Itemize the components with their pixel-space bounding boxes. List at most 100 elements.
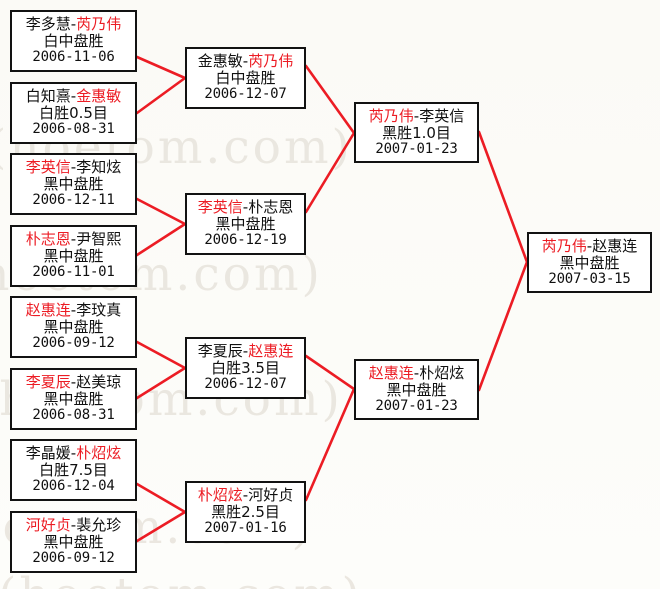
player-left: 李英信 [197, 198, 243, 216]
match-box[interactable]: 朴炤炫-河好贞 黑胜2.5目 2007-01-16 [185, 481, 306, 543]
connector-line [304, 64, 356, 135]
player-separator: - [242, 52, 249, 70]
player-separator: - [70, 230, 77, 248]
player-right: 朴炤炫 [419, 363, 465, 382]
match-date: 2007-01-23 [375, 140, 458, 157]
player-right: 赵惠连 [592, 236, 638, 255]
match-date: 2006-09-12 [32, 335, 115, 351]
match-date: 2006-08-31 [32, 407, 115, 423]
player-separator: - [70, 87, 77, 105]
match-players: 李晶媛-朴炤炫 [26, 446, 121, 461]
match-box[interactable]: 李英信-李知炫 黑中盘胜 2006-12-11 [10, 153, 137, 215]
match-date: 2007-03-15 [548, 270, 631, 287]
match-date: 2007-01-16 [204, 520, 287, 536]
match-box[interactable]: 李晶媛-朴炤炫 白胜7.5目 2006-12-04 [10, 439, 137, 501]
connector-line [135, 222, 187, 257]
match-players: 朴志恩-尹智熙 [26, 232, 121, 247]
match-result: 黑中盘胜 [43, 247, 104, 265]
connector-line [135, 510, 187, 543]
match-result: 黑中盘胜 [43, 390, 104, 408]
player-left: 朴炤炫 [197, 486, 243, 504]
player-left: 李英信 [25, 158, 71, 176]
player-left: 金惠敏 [197, 52, 243, 70]
player-right: 尹智熙 [76, 230, 122, 248]
player-left: 赵惠连 [25, 301, 71, 319]
match-box[interactable]: 白知熹-金惠敏 白胜0.5目 2006-08-31 [10, 82, 137, 144]
match-box-final[interactable]: 芮乃伟-赵惠连 黑中盘胜 2007-03-15 [527, 232, 652, 293]
match-result: 白胜3.5目 [211, 359, 280, 377]
match-date: 2006-12-04 [32, 478, 115, 494]
match-date: 2006-12-07 [204, 86, 287, 102]
player-right: 李玟真 [76, 301, 122, 319]
match-players: 李夏辰-赵惠连 [198, 344, 293, 359]
match-players: 芮乃伟-李英信 [369, 106, 465, 125]
match-result: 白中盘胜 [215, 69, 276, 87]
player-right: 李英信 [419, 106, 465, 125]
connector-line [135, 76, 187, 115]
match-result: 黑中盘胜 [559, 253, 620, 272]
player-right: 赵美琼 [76, 373, 122, 391]
match-box[interactable]: 赵惠连-李玟真 黑中盘胜 2006-09-12 [10, 296, 137, 358]
player-separator: - [70, 444, 77, 462]
player-separator: - [70, 158, 77, 176]
match-players: 白知熹-金惠敏 [26, 89, 121, 104]
player-separator: - [70, 373, 77, 391]
match-result: 黑中盘胜 [386, 380, 447, 399]
player-right: 芮乃伟 [248, 52, 294, 70]
connector-line [477, 260, 529, 392]
match-result: 黑胜2.5目 [211, 503, 280, 521]
match-box[interactable]: 李多慧-芮乃伟 白中盘胜 2006-11-06 [10, 10, 137, 72]
match-box[interactable]: 李夏辰-赵惠连 白胜3.5目 2006-12-07 [185, 337, 306, 399]
match-box[interactable]: 河好贞-裴允珍 黑中盘胜 2006-09-12 [10, 511, 137, 573]
player-right: 芮乃伟 [76, 15, 122, 33]
connector-line [135, 366, 187, 400]
match-box[interactable]: 李夏辰-赵美琼 黑中盘胜 2006-08-31 [10, 368, 137, 430]
match-players: 朴炤炫-河好贞 [198, 488, 293, 503]
match-result: 黑中盘胜 [43, 318, 104, 336]
player-separator: - [586, 236, 593, 255]
player-separator: - [413, 106, 420, 125]
connector-line [135, 55, 187, 80]
player-separator: - [413, 363, 420, 382]
player-left: 朴志恩 [25, 230, 71, 248]
player-left: 李晶媛 [25, 444, 71, 462]
connector-line [477, 130, 529, 264]
match-result: 黑中盘胜 [43, 175, 104, 193]
match-date: 2006-12-11 [32, 192, 115, 208]
match-players: 李夏辰-赵美琼 [26, 375, 121, 390]
player-right: 朴炤炫 [76, 444, 122, 462]
match-date: 2006-12-07 [204, 376, 287, 392]
match-date: 2006-08-31 [32, 121, 115, 137]
player-left: 白知熹 [25, 87, 71, 105]
player-right: 朴志恩 [248, 198, 294, 216]
player-right: 李知炫 [76, 158, 122, 176]
match-players: 李英信-李知炫 [26, 160, 121, 175]
player-separator: - [70, 516, 77, 534]
match-players: 李英信-朴志恩 [198, 200, 293, 215]
connector-line [304, 354, 356, 391]
player-separator: - [242, 486, 249, 504]
connector-line [135, 482, 187, 514]
player-separator: - [70, 15, 77, 33]
match-result: 黑中盘胜 [215, 215, 276, 233]
match-date: 2006-11-06 [32, 49, 115, 65]
match-date: 2006-11-01 [32, 264, 115, 280]
player-separator: - [70, 301, 77, 319]
connector-line [304, 131, 356, 214]
match-box[interactable]: 朴志恩-尹智熙 黑中盘胜 2006-11-01 [10, 225, 137, 287]
player-right: 金惠敏 [76, 87, 122, 105]
match-box[interactable]: 金惠敏-芮乃伟 白中盘胜 2006-12-07 [185, 47, 306, 109]
connector-line [304, 387, 356, 502]
match-players: 李多慧-芮乃伟 [26, 17, 121, 32]
match-result: 白胜0.5目 [39, 104, 108, 122]
match-box[interactable]: 李英信-朴志恩 黑中盘胜 2006-12-19 [185, 193, 306, 255]
player-left: 李多慧 [25, 15, 71, 33]
match-date: 2007-01-23 [375, 397, 458, 414]
connector-line [135, 197, 187, 226]
match-box[interactable]: 赵惠连-朴炤炫 黑中盘胜 2007-01-23 [354, 359, 479, 420]
match-players: 赵惠连-李玟真 [26, 303, 121, 318]
match-box[interactable]: 芮乃伟-李英信 黑胜1.0目 2007-01-23 [354, 102, 479, 163]
player-left: 河好贞 [25, 516, 71, 534]
match-result: 白中盘胜 [43, 32, 104, 50]
